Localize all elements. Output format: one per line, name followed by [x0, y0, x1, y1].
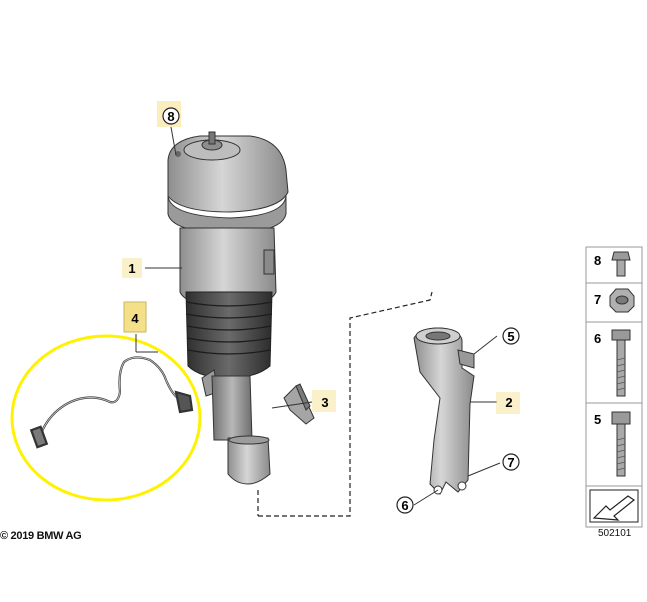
legend-item-5: 5 — [594, 412, 601, 427]
callout-7: 7 — [507, 455, 514, 470]
legend-item-7: 7 — [594, 292, 601, 307]
callout-6: 6 — [401, 498, 408, 513]
leader-lines — [135, 126, 501, 506]
copyright-text: © 2019 BMW AG — [0, 530, 82, 542]
callout-4-highlight — [123, 301, 147, 333]
bolt-8-icon — [611, 251, 631, 277]
legend-item-6: 6 — [594, 331, 601, 346]
callout-5-circle — [502, 327, 520, 345]
callout-5: 5 — [507, 329, 514, 344]
highlight-ellipse — [10, 334, 202, 502]
dashed-assembly-line — [258, 291, 433, 517]
callout-8-circle — [162, 107, 180, 125]
catalog-arrow-icon — [589, 489, 639, 523]
callout-1: 1 — [128, 261, 135, 276]
suspension-fork — [413, 327, 475, 495]
callout-7-circle — [502, 453, 520, 471]
strut-bracket — [283, 383, 315, 425]
bolt-6-icon — [611, 329, 631, 397]
callout-4: 4 — [131, 311, 139, 326]
bolt-5-icon — [611, 411, 631, 477]
nut-7-icon — [609, 288, 635, 313]
callout-6-circle — [396, 496, 414, 514]
wear-sensor-cable — [29, 356, 194, 449]
air-strut — [167, 131, 289, 485]
diagram-number: 502101 — [598, 528, 632, 539]
callout-3: 3 — [321, 395, 328, 410]
callout-8: 8 — [167, 109, 174, 124]
parts-legend: 8 7 6 5 — [585, 246, 643, 528]
legend-item-8: 8 — [594, 253, 601, 268]
callout-2: 2 — [505, 395, 512, 410]
